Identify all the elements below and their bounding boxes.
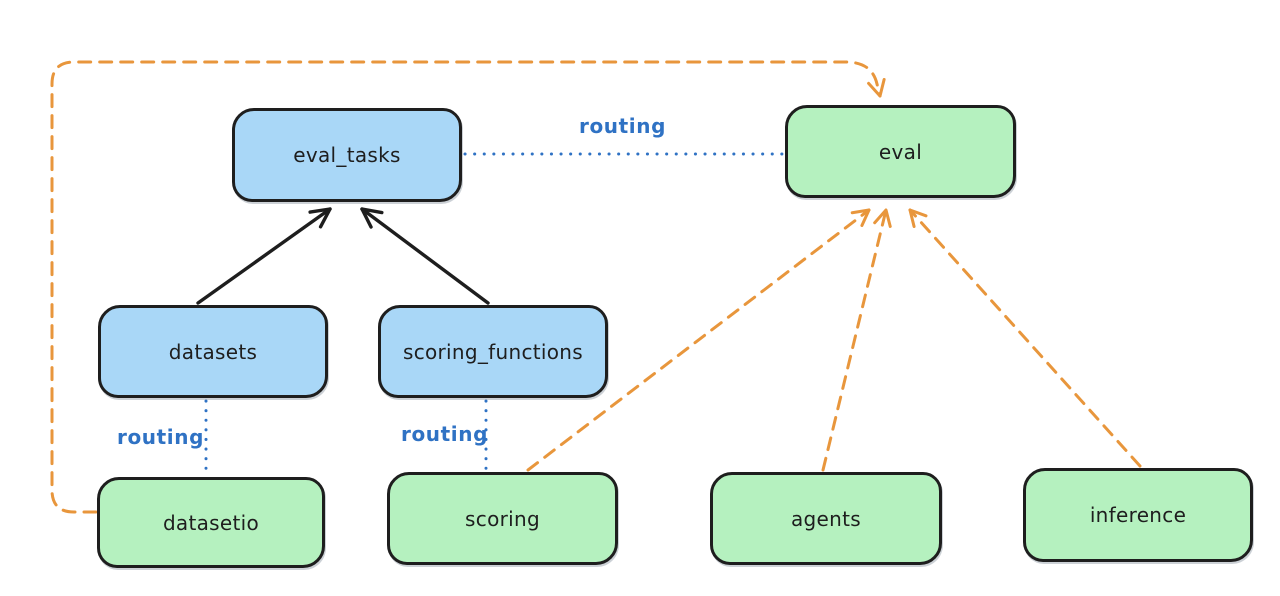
edge-label-routing-eval-tasks-eval: routing (579, 114, 667, 138)
node-inference: inference (1023, 468, 1253, 562)
edge-inference-to-eval (908, 208, 1142, 468)
edge-datasets-to-eval-tasks (196, 207, 332, 305)
node-datasetio: datasetio (97, 477, 325, 568)
node-scoring-functions-label: scoring_functions (402, 339, 584, 364)
node-scoring-label: scoring (465, 506, 540, 531)
node-agents-label: agents (791, 506, 861, 531)
edge-datasetio-to-eval (50, 60, 886, 514)
node-inference-label: inference (1089, 503, 1187, 527)
edge-agents-to-eval (821, 208, 892, 472)
node-datasets: datasets (98, 305, 328, 398)
edge-label-routing-scoring-functions-scoring: routing (401, 422, 489, 446)
edge-scoring-functions-to-eval-tasks (360, 207, 490, 305)
node-datasets-label: datasets (168, 339, 258, 364)
node-scoring: scoring (387, 472, 618, 565)
node-eval-tasks: eval_tasks (232, 108, 462, 202)
node-agents: agents (710, 472, 942, 565)
node-datasetio-label: datasetio (162, 510, 260, 535)
node-scoring-functions: scoring_functions (378, 305, 608, 398)
node-eval: eval (785, 105, 1016, 198)
edge-scoring-to-eval (526, 208, 871, 472)
edge-label-routing-datasets-datasetio: routing (117, 425, 205, 449)
node-eval-label: eval (878, 139, 923, 164)
node-eval-tasks-label: eval_tasks (293, 143, 401, 167)
